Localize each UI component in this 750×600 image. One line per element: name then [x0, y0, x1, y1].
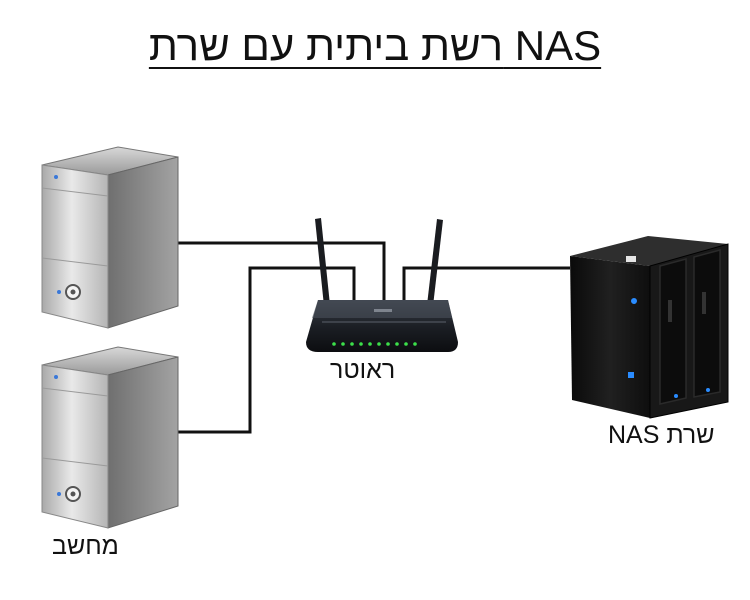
nas-drive-bay-left: [659, 258, 687, 405]
router-antenna-left: [315, 218, 330, 306]
cables: [178, 241, 570, 434]
nas-label: שרת NAS: [608, 421, 715, 449]
nas-server-icon: [570, 236, 729, 419]
nas-drive-bay-right: [693, 249, 721, 398]
router-status-leds: [332, 342, 417, 346]
router-antenna-right: [427, 219, 443, 306]
diagram-title: רשת ביתית עם שרת NAS: [148, 22, 602, 69]
computer-label: מחשב: [52, 532, 119, 560]
computer-tower-top: [41, 146, 179, 329]
cable-pc2-router: [178, 266, 356, 434]
cable-router-nas: [402, 266, 570, 300]
nas-power-led-icon: [631, 298, 637, 304]
computer-tower-bottom: [41, 346, 179, 529]
router-label: ראוטר: [330, 356, 396, 384]
router-icon: [306, 218, 458, 352]
cable-pc1-router: [178, 241, 386, 300]
